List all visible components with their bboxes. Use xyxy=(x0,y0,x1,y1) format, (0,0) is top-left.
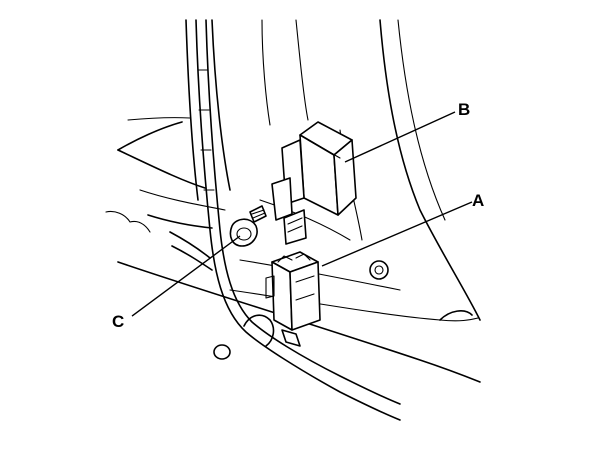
callout-c: C xyxy=(112,312,124,331)
body-hole-icon xyxy=(213,344,231,360)
bolt xyxy=(229,205,267,247)
leader-line-b xyxy=(344,111,456,163)
sensor-module xyxy=(271,121,357,245)
leader-line-a xyxy=(321,201,473,267)
callout-b: B xyxy=(458,100,470,119)
connector xyxy=(265,251,321,347)
wire-harness xyxy=(169,19,401,421)
leader-line-c xyxy=(131,235,241,317)
callout-a: A xyxy=(472,191,484,210)
grommet-icon xyxy=(369,260,389,280)
